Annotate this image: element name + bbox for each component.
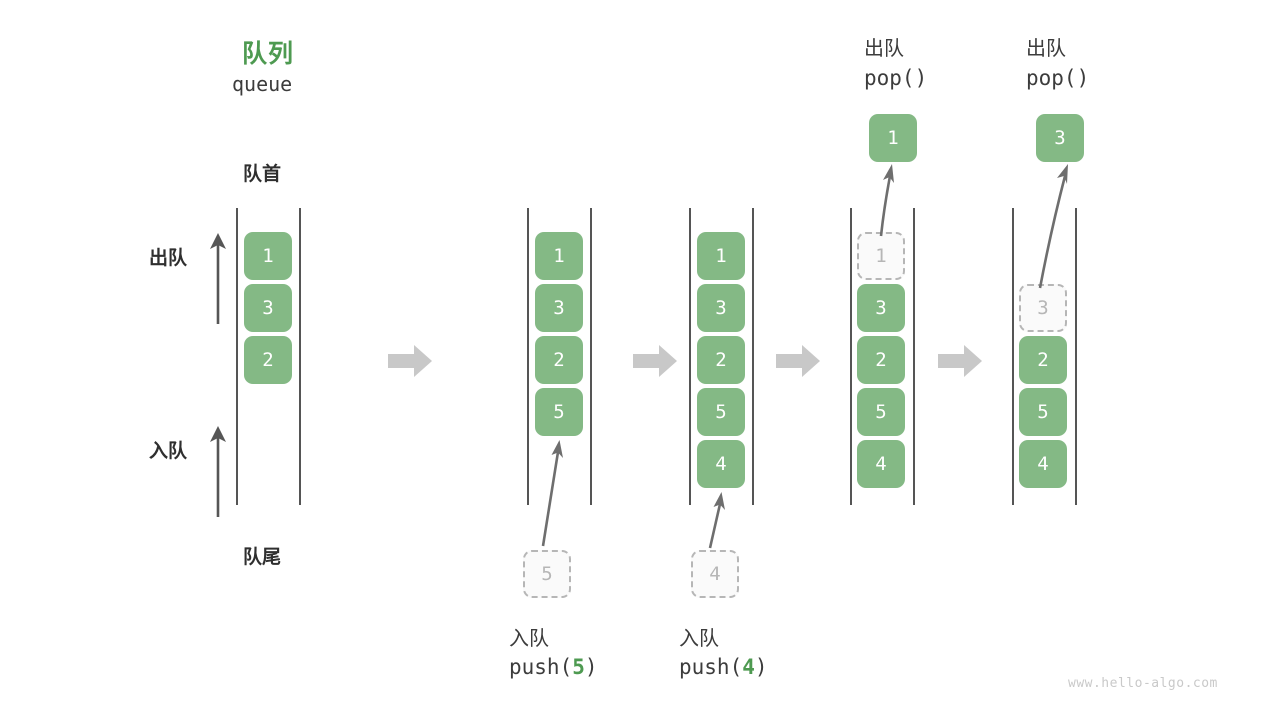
queue-cell: 2 bbox=[535, 336, 583, 384]
queue-cell: 5 bbox=[857, 388, 905, 436]
queue-cell: 1 bbox=[244, 232, 292, 280]
queue-cell: 4 bbox=[1019, 440, 1067, 488]
push-caption-cn: 入队 bbox=[509, 626, 549, 650]
pop-arrow bbox=[855, 160, 915, 238]
queue-cell: 3 bbox=[697, 284, 745, 332]
queue-rail-left bbox=[689, 208, 691, 505]
push-caption-cn: 入队 bbox=[679, 626, 719, 650]
push-arrow bbox=[696, 482, 756, 550]
step-arrow-icon bbox=[938, 344, 982, 378]
queue-rail-right bbox=[913, 208, 915, 505]
queue-rail-right bbox=[590, 208, 592, 505]
pending-element: 5 bbox=[523, 550, 571, 598]
step-arrow-icon bbox=[633, 344, 677, 378]
popped-element: 1 bbox=[869, 114, 917, 162]
pop-caption-code: pop() bbox=[864, 66, 928, 90]
diagram-title-cn: 队列 bbox=[242, 39, 295, 68]
pop-caption-code: pop() bbox=[1026, 66, 1090, 90]
push-caption-code: push(5) bbox=[509, 655, 598, 679]
push-caption-code-pre: push( bbox=[509, 655, 573, 679]
queue-cell: 2 bbox=[697, 336, 745, 384]
popped-element: 3 bbox=[1036, 114, 1084, 162]
queue-cell-new: 4 bbox=[697, 440, 745, 488]
pop-caption-cn: 出队 bbox=[1026, 36, 1066, 60]
queue-cell: 2 bbox=[244, 336, 292, 384]
queue-cell: 4 bbox=[857, 440, 905, 488]
queue-rail-left bbox=[236, 208, 238, 505]
push-caption-code-post: ) bbox=[754, 655, 768, 679]
pending-element: 4 bbox=[691, 550, 739, 598]
enqueue-side-label: 入队 bbox=[149, 440, 188, 462]
queue-cell: 3 bbox=[244, 284, 292, 332]
push-caption-code-pre: push( bbox=[679, 655, 743, 679]
diagram-title-en: queue bbox=[232, 72, 293, 96]
dequeue-side-label: 出队 bbox=[149, 247, 188, 269]
queue-cell: 2 bbox=[857, 336, 905, 384]
enqueue-direction-arrow bbox=[205, 423, 231, 518]
queue-cell: 1 bbox=[535, 232, 583, 280]
step-arrow-icon bbox=[776, 344, 820, 378]
push-caption-code-num: 5 bbox=[572, 655, 585, 679]
push-caption-code-post: ) bbox=[584, 655, 598, 679]
pop-caption-cn: 出队 bbox=[864, 36, 904, 60]
queue-rail-right bbox=[299, 208, 301, 505]
step-arrow-icon bbox=[388, 344, 432, 378]
queue-cell: 3 bbox=[535, 284, 583, 332]
queue-rail-left bbox=[527, 208, 529, 505]
queue-cell-new: 5 bbox=[535, 388, 583, 436]
queue-cell: 5 bbox=[1019, 388, 1067, 436]
queue-cell-removed: 3 bbox=[1019, 284, 1067, 332]
queue-rail-left bbox=[850, 208, 852, 505]
watermark: www.hello-algo.com bbox=[1068, 676, 1218, 691]
queue-rail-right bbox=[752, 208, 754, 505]
queue-cell: 2 bbox=[1019, 336, 1067, 384]
push-caption-code: push(4) bbox=[679, 655, 768, 679]
push-caption-code-num: 4 bbox=[742, 655, 755, 679]
queue-cell: 5 bbox=[697, 388, 745, 436]
queue-tail-label: 队尾 bbox=[243, 546, 282, 568]
queue-cell: 3 bbox=[857, 284, 905, 332]
dequeue-direction-arrow bbox=[205, 230, 231, 325]
queue-head-label: 队首 bbox=[243, 163, 282, 185]
queue-rail-left bbox=[1012, 208, 1014, 505]
push-arrow bbox=[528, 430, 588, 548]
pop-arrow bbox=[1015, 160, 1085, 290]
queue-rail-right bbox=[1075, 208, 1077, 505]
queue-cell: 1 bbox=[697, 232, 745, 280]
queue-cell-removed: 1 bbox=[857, 232, 905, 280]
